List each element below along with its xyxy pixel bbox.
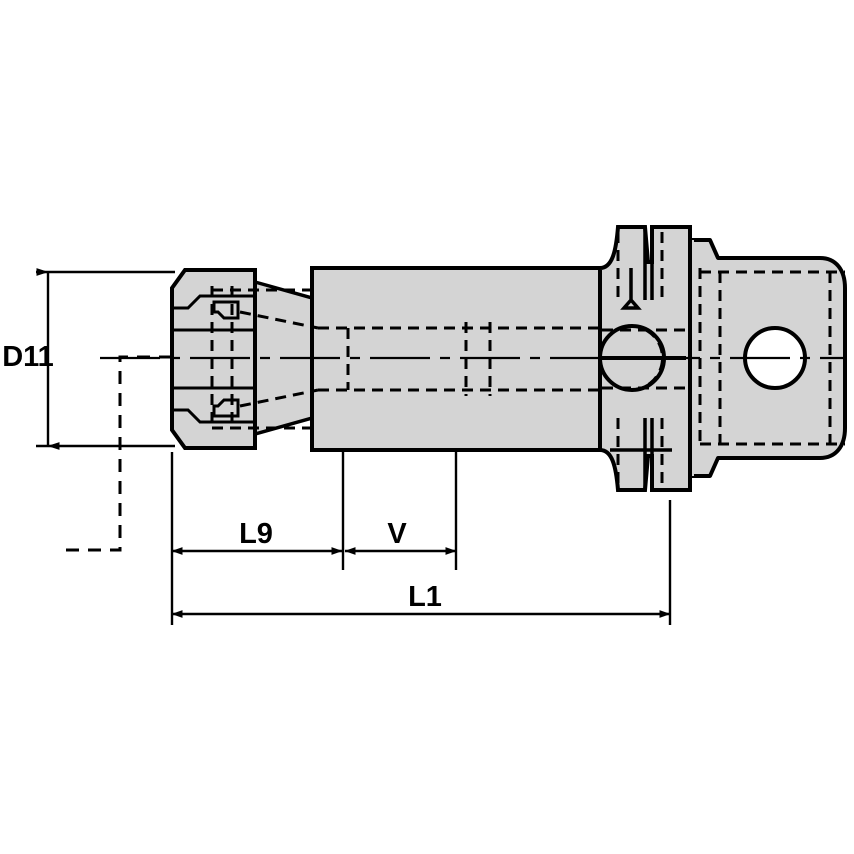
clamping-ball-hidden-arc: [645, 328, 664, 388]
flange-groove-detail: [610, 227, 672, 490]
l1-label: L1: [408, 581, 442, 613]
l9-label: L9: [239, 518, 273, 550]
nut-flat-lower-a: [172, 408, 255, 424]
projection-construction-line: [58, 355, 172, 552]
flange-v-notch-upper: [620, 268, 642, 310]
d11-label: D11: [2, 341, 54, 373]
hidden-cone-bore-upper: [239, 310, 319, 330]
nut-flat-upper-a: [172, 294, 255, 310]
dimension-l1: L1: [171, 581, 671, 618]
construction-lines-group: [58, 355, 172, 552]
v-label: V: [387, 518, 407, 550]
dimension-v: V: [344, 518, 457, 555]
collet-seat-lower: [212, 398, 240, 418]
collet-seat-upper: [212, 300, 240, 320]
dimension-l9: L9: [171, 518, 343, 555]
hidden-cone-bore-lower: [239, 388, 319, 408]
dimension-d11: D11: [2, 268, 175, 450]
